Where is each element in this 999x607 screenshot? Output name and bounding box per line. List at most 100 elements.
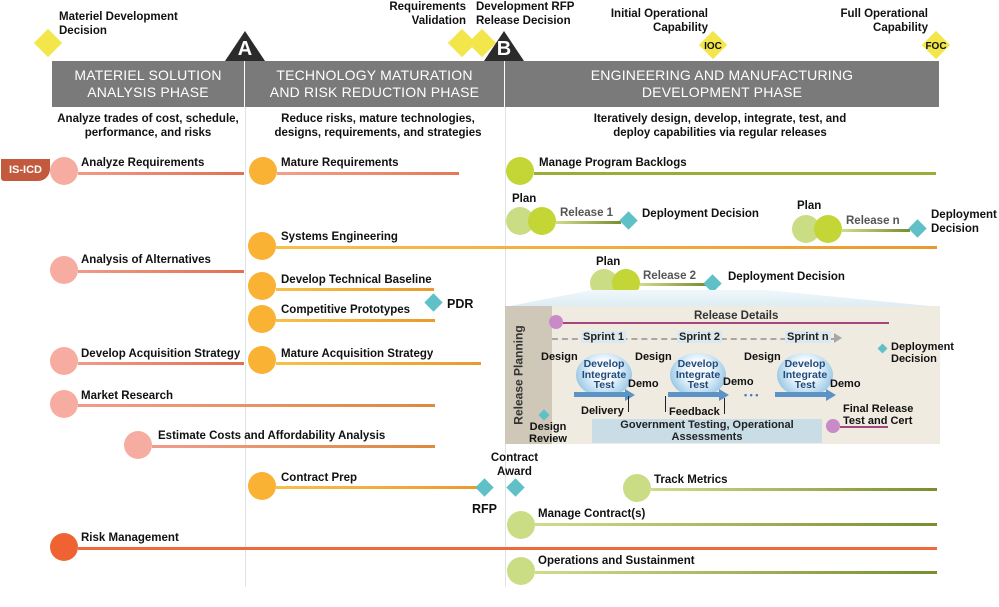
mdd-milestone-icon [33, 28, 63, 58]
sprint1-cycle-arrow-icon [625, 389, 635, 401]
sprint-2-label: Sprint 2 [677, 331, 722, 343]
sprint-timeline-arrow-icon [834, 333, 842, 343]
sprint1-demo-label: Demo [628, 378, 659, 390]
dev-rfp-label: Development RFP Release Decision [476, 1, 575, 27]
develop-technical-baseline-bar [276, 288, 434, 291]
releasen-bar [842, 229, 910, 232]
sprintn-cycle-arrow-icon [826, 389, 836, 401]
mature-requirements-label: Mature Requirements [281, 157, 399, 169]
releasen-deployment-label: Deployment Decision [931, 209, 997, 235]
sprint2-demo-label: Demo [723, 376, 754, 388]
systems-engineering-node [248, 232, 276, 260]
releasen-deployment-icon [908, 219, 927, 238]
release1-plan-node-2 [528, 207, 556, 235]
competitive-prototypes-node [248, 305, 276, 333]
release1-deployment-label: Deployment Decision [642, 208, 759, 220]
ioc-label: IOC [704, 41, 722, 52]
mdd-label: Materiel Development Decision [59, 11, 178, 37]
rfp-label: RFP [472, 502, 497, 516]
market-research-node [50, 390, 78, 418]
estimate-costs-bar [152, 445, 435, 448]
develop-technical-baseline-node [248, 272, 276, 300]
systems-engineering-bar [276, 246, 937, 249]
final-release-bar [840, 426, 888, 428]
release-planning-sidebar [505, 306, 552, 444]
contract-award-milestone-icon [506, 478, 525, 497]
milestone-b-letter: B [496, 38, 512, 60]
competitive-prototypes-bar [276, 319, 435, 322]
release2-plan-label: Plan [596, 256, 621, 268]
analyze-requirements-node [50, 157, 78, 185]
mature-requirements-node [249, 157, 277, 185]
releasen-plan-label: Plan [797, 200, 822, 212]
phase-divider-a [245, 107, 246, 587]
gov-testing-box: Government Testing, Operational Assessme… [592, 419, 822, 443]
sprint-ellipsis: • • • [744, 390, 759, 400]
manage-contracts-label: Manage Contract(s) [538, 508, 646, 520]
sprintn-demo-label: Demo [830, 378, 861, 390]
sprint-1-label: Sprint 1 [581, 331, 626, 343]
develop-acq-strategy-node [50, 347, 78, 375]
analysis-alternatives-label: Analysis of Alternatives [81, 254, 211, 266]
releasen-label: Release n [846, 215, 900, 227]
sprint2-cycle-base [668, 392, 720, 397]
operations-sustainment-node [507, 557, 535, 585]
phase-desc-emd: Iteratively design, develop, integrate, … [593, 113, 847, 139]
sprintn-design-label: Design [744, 351, 781, 363]
release1-deployment-icon [619, 211, 638, 230]
milestone-a-letter: A [237, 38, 253, 60]
contract-award-label: Contract Award [490, 452, 539, 478]
phase-title-line: ENGINEERING AND MANUFACTURING [590, 67, 854, 83]
manage-contracts-node [507, 511, 535, 539]
sprint2-design-label: Design [635, 351, 672, 363]
phase-desc-materiel: Analyze trades of cost, schedule,perform… [57, 113, 239, 139]
phase-desc-technology: Reduce risks, mature technologies,design… [274, 113, 482, 139]
mature-requirements-bar [277, 172, 459, 175]
estimate-costs-node [124, 431, 152, 459]
release2-label: Release 2 [643, 270, 697, 282]
contract-prep-node [248, 472, 276, 500]
pdr-milestone-icon [424, 293, 443, 312]
release-detail-fan [505, 290, 940, 307]
delivery-arrow-icon [628, 396, 629, 412]
analysis-alternatives-node [50, 256, 78, 284]
delivery-label: Delivery [581, 405, 624, 417]
sprint1-design-label: Design [541, 351, 578, 363]
rp-deployment-decision-label: Deployment Decision [891, 341, 954, 365]
track-metrics-node [623, 474, 651, 502]
release2-bar [640, 283, 706, 286]
risk-management-label: Risk Management [81, 532, 179, 544]
manage-backlogs-node [506, 157, 534, 185]
feedback-label: Feedback [669, 406, 720, 418]
req-validation-label: Requirements Validation [389, 1, 466, 27]
release2-deployment-label: Deployment Decision [728, 271, 845, 283]
risk-management-node [50, 533, 78, 561]
analyze-requirements-label: Analyze Requirements [81, 157, 205, 169]
feedback-arrow-up-icon [724, 398, 725, 414]
final-release-node [826, 419, 840, 433]
develop-acq-strategy-bar [78, 362, 244, 365]
release1-bar [556, 221, 621, 224]
rfp-milestone-icon [475, 478, 494, 497]
systems-engineering-label: Systems Engineering [281, 231, 398, 243]
feedback-arrow-down-icon [665, 396, 666, 412]
sprint-n-label: Sprint n [785, 331, 831, 343]
phase-title-line: MATERIEL SOLUTION [74, 67, 222, 83]
release1-plan-label: Plan [512, 193, 537, 205]
manage-contracts-bar [535, 523, 937, 526]
sprintn-cycle-base [775, 392, 827, 397]
final-release-label: Final Release Test and Cert [843, 403, 914, 427]
track-metrics-bar [651, 488, 937, 491]
is-icd-document: IS-ICD [1, 159, 50, 181]
mature-acq-strategy-label: Mature Acquisition Strategy [281, 348, 434, 360]
releasen-plan-node-2 [814, 215, 842, 243]
release-details-start-node [549, 315, 563, 329]
milestone-b-icon [484, 31, 524, 61]
ioc-title: Initial Operational Capability [610, 8, 708, 34]
develop-acq-strategy-label: Develop Acquisition Strategy [81, 348, 241, 360]
